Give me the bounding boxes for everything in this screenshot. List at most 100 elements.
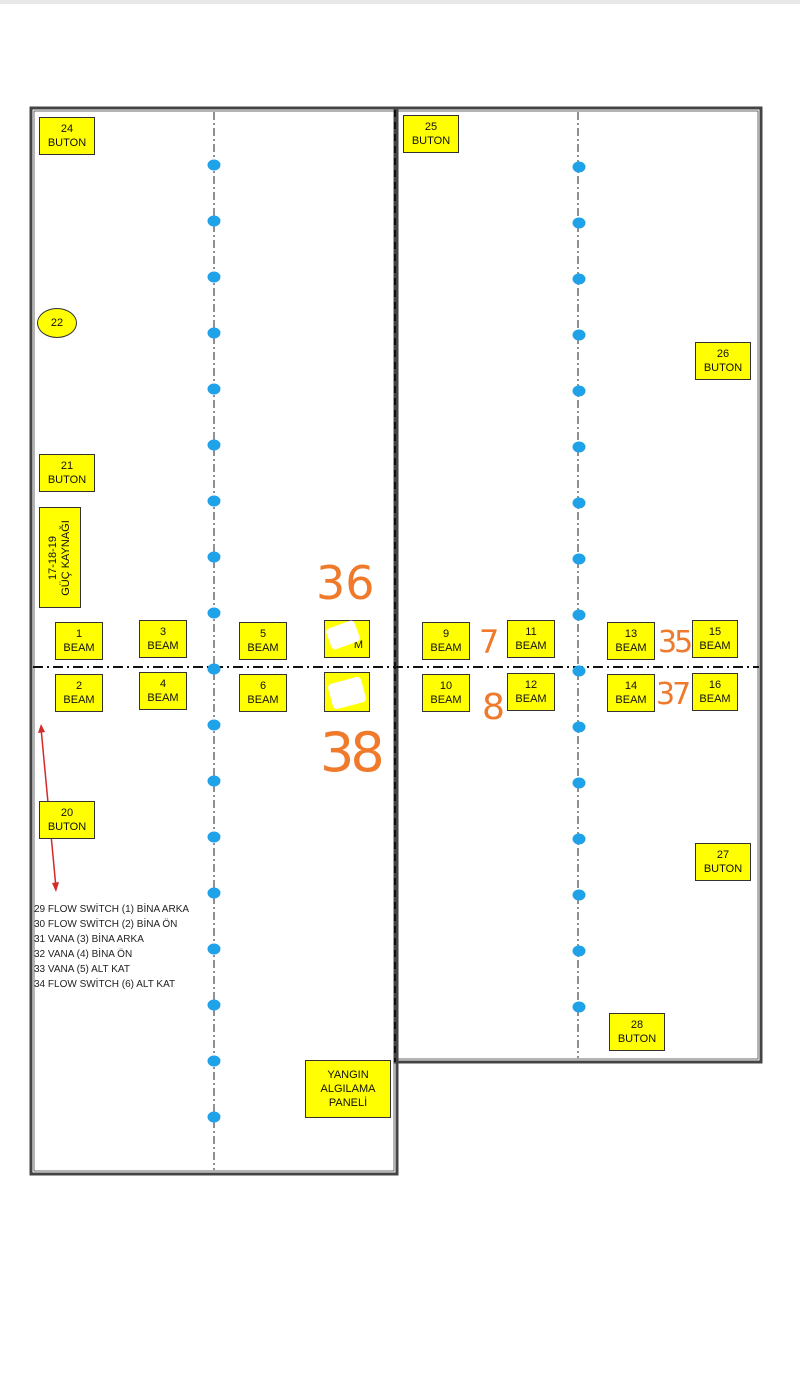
legend-item: 29 FLOW SWİTCH (1) BİNA ARKA xyxy=(34,904,190,915)
beam-13-number: 13 xyxy=(624,628,638,640)
button-20-number: 20 xyxy=(60,807,74,819)
beam-5-label: BEAM xyxy=(247,642,279,654)
button-25-label: BUTON xyxy=(411,135,451,147)
beam-4-number: 4 xyxy=(159,678,167,690)
smoke-detector xyxy=(207,663,221,675)
beam-16: 16 BEAM xyxy=(692,673,738,711)
button-20: 20 BUTON xyxy=(39,801,95,839)
item-22-label: 22 xyxy=(50,317,64,329)
smoke-detector xyxy=(572,1001,586,1013)
smoke-detector xyxy=(572,161,586,173)
smoke-detector xyxy=(207,439,221,451)
beam-3: 3 BEAM xyxy=(139,620,187,658)
beam-12-label: BEAM xyxy=(515,693,547,705)
button-27-label: BUTON xyxy=(703,863,743,875)
beam-4: 4 BEAM xyxy=(139,672,187,710)
right-detector-group xyxy=(572,161,586,1013)
beam-4-label: BEAM xyxy=(147,692,179,704)
smoke-detector xyxy=(207,383,221,395)
button-24-label: BUTON xyxy=(47,137,87,149)
smoke-detector xyxy=(207,551,221,563)
left-wing-wall xyxy=(29,106,399,1176)
beam-7-partial-label: M xyxy=(353,639,363,651)
smoke-detector xyxy=(207,1055,221,1067)
smoke-detector xyxy=(207,719,221,731)
beam-9-number: 9 xyxy=(442,628,450,640)
beam-12-number: 12 xyxy=(524,679,538,691)
handwritten-38: 38 xyxy=(320,721,385,784)
beam-1-number: 1 xyxy=(75,628,83,640)
beam-1-label: BEAM xyxy=(63,642,95,654)
button-26-number: 26 xyxy=(716,348,730,360)
smoke-detector xyxy=(572,889,586,901)
smoke-detector xyxy=(207,999,221,1011)
button-25: 25 BUTON xyxy=(403,115,459,153)
beam-16-number: 16 xyxy=(708,679,722,691)
beam-5-number: 5 xyxy=(259,628,267,640)
handwritten-8: 8 xyxy=(482,687,505,728)
smoke-detector xyxy=(572,665,586,677)
button-21-number: 21 xyxy=(60,460,74,472)
smoke-detector xyxy=(572,721,586,733)
button-27: 27 BUTON xyxy=(695,843,751,881)
beam-12: 12 BEAM xyxy=(507,673,555,711)
smoke-detector xyxy=(207,887,221,899)
smoke-detector xyxy=(207,159,221,171)
beam-13-label: BEAM xyxy=(615,642,647,654)
beam-15: 15 BEAM xyxy=(692,620,738,658)
handwritten-7: 7 xyxy=(479,623,500,661)
beam-16-label: BEAM xyxy=(699,693,731,705)
beam-6-label: BEAM xyxy=(247,694,279,706)
beam-2-number: 2 xyxy=(75,680,83,692)
smoke-detector xyxy=(572,441,586,453)
legend: 29 FLOW SWİTCH (1) BİNA ARKA 30 FLOW SWİ… xyxy=(34,902,189,992)
item-22-circle: 22 xyxy=(37,308,77,338)
beam-13: 13 BEAM xyxy=(607,622,655,660)
button-21-label: BUTON xyxy=(47,474,87,486)
button-26-label: BUTON xyxy=(703,362,743,374)
beam-11: 11 BEAM xyxy=(507,620,555,658)
panel-line-1: YANGIN xyxy=(327,1069,369,1081)
smoke-detector xyxy=(572,385,586,397)
smoke-detector xyxy=(207,495,221,507)
beam-6: 6 BEAM xyxy=(239,674,287,712)
smoke-detector xyxy=(207,831,221,843)
beam-10-number: 10 xyxy=(439,680,453,692)
legend-item: 33 VANA (5) ALT KAT xyxy=(34,964,130,975)
smoke-detector xyxy=(572,777,586,789)
button-24-number: 24 xyxy=(60,123,74,135)
legend-item: 34 FLOW SWİTCH (6) ALT KAT xyxy=(34,979,176,990)
beam-15-label: BEAM xyxy=(699,640,731,652)
legend-item: 30 FLOW SWİTCH (2) BİNA ÖN xyxy=(34,919,178,930)
button-27-number: 27 xyxy=(716,849,730,861)
beam-9: 9 BEAM xyxy=(422,622,470,660)
beam-2-label: BEAM xyxy=(63,694,95,706)
beam-14-number: 14 xyxy=(624,680,638,692)
handwritten-36: 36 xyxy=(316,556,375,610)
beam-6-number: 6 xyxy=(259,680,267,692)
button-28-label: BUTON xyxy=(617,1033,657,1045)
power-supply-box: 17-18-19 GÜÇ KAYNAĞI xyxy=(39,507,81,608)
smoke-detector xyxy=(572,833,586,845)
smoke-detector xyxy=(207,327,221,339)
beam-15-number: 15 xyxy=(708,626,722,638)
power-supply-line-2: GÜÇ KAYNAĞI xyxy=(60,519,72,596)
smoke-detector xyxy=(207,271,221,283)
legend-item: 32 VANA (4) BİNA ÖN xyxy=(34,949,133,960)
panel-line-2: ALGILAMA xyxy=(320,1083,376,1095)
smoke-detector xyxy=(207,607,221,619)
beam-5: 5 BEAM xyxy=(239,622,287,660)
beam-3-label: BEAM xyxy=(147,640,179,652)
beam-2: 2 BEAM xyxy=(55,674,103,712)
smoke-detector xyxy=(572,497,586,509)
smoke-detector xyxy=(572,329,586,341)
button-26: 26 BUTON xyxy=(695,342,751,380)
smoke-detector xyxy=(207,775,221,787)
smoke-detector xyxy=(207,215,221,227)
legend-item: 31 VANA (3) BİNA ARKA xyxy=(34,934,144,945)
button-28-number: 28 xyxy=(630,1019,644,1031)
button-25-number: 25 xyxy=(424,121,438,133)
left-detector-group xyxy=(207,159,221,1123)
smoke-detector xyxy=(572,217,586,229)
